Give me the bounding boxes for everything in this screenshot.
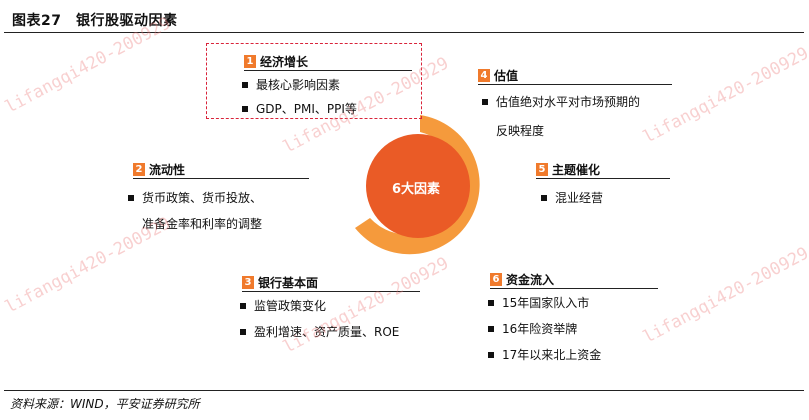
- factor-5-item: 混业经营: [541, 189, 603, 206]
- factor-2-name: 流动性: [149, 162, 186, 177]
- factor-6-item: 17年以来北上资金: [488, 346, 601, 363]
- factor-4-item-cont: 反映程度: [496, 124, 545, 138]
- factor-1-item: GDP、PMI、PPI等: [242, 100, 357, 117]
- factor-1-number: 1: [244, 54, 256, 68]
- factor-5-header: 5 主题催化: [536, 160, 600, 178]
- factor-3-item-text: 监管政策变化: [254, 299, 327, 313]
- factor-2-number: 2: [133, 162, 145, 176]
- factor-4-header: 4 估值: [478, 66, 518, 84]
- bullet-icon: [488, 351, 494, 358]
- factor-3-item: 盈利增速、资产质量、ROE: [240, 323, 399, 340]
- bullet-icon: [482, 98, 488, 105]
- bullet-icon: [128, 194, 134, 201]
- factor-6-item-text: 15年国家队入市: [502, 296, 590, 310]
- source-note: 资料来源：WIND，平安证券研究所: [10, 397, 200, 411]
- factor-6-header: 6 资金流入: [490, 270, 554, 288]
- factor-5-number: 5: [536, 162, 548, 176]
- factor-6-item-text: 17年以来北上资金: [502, 348, 602, 362]
- factor-3-number: 3: [242, 275, 254, 289]
- center-disk: [366, 134, 470, 238]
- factor-2-item-cont: 准备金率和利率的调整: [142, 217, 263, 231]
- center-label: 6大因素: [391, 182, 441, 197]
- factor-4-rule: [478, 84, 672, 85]
- factor-1-header: 1 经济增长: [244, 52, 308, 70]
- factor-2-header: 2 流动性: [133, 160, 185, 178]
- factor-2-item-text: 货币政策、货币投放、: [142, 191, 263, 205]
- factor-1-item: 最核心影响因素: [242, 76, 340, 93]
- factor-2-item: 货币政策、货币投放、: [128, 189, 262, 206]
- factor-3-header: 3 银行基本面: [242, 273, 318, 291]
- factor-4-name: 估值: [494, 68, 519, 83]
- bullet-icon: [541, 194, 547, 201]
- bullet-icon: [240, 302, 246, 309]
- factor-5-item-text: 混业经营: [555, 191, 604, 205]
- factor-3-item-text: 盈利增速、资产质量、ROE: [254, 325, 400, 339]
- bullet-icon: [242, 81, 248, 88]
- watermark: lifangqi420-200929: [2, 213, 175, 318]
- factor-4-number: 4: [478, 68, 490, 82]
- factor-5-rule: [536, 178, 670, 179]
- factor-4-item: 估值绝对水平对市场预期的: [482, 93, 640, 110]
- watermark: lifangqi420-200929: [640, 43, 809, 148]
- factor-3-item: 监管政策变化: [240, 297, 326, 314]
- bullet-icon: [242, 105, 248, 112]
- bullet-icon: [488, 325, 494, 332]
- factor-3-name: 银行基本面: [258, 275, 319, 290]
- factor-6-rule: [490, 288, 658, 289]
- factor-6-item-text: 16年险资举牌: [502, 322, 578, 336]
- center-graphic: [355, 115, 480, 255]
- factor-3-rule: [242, 291, 420, 292]
- factor-1-item-text: GDP、PMI、PPI等: [256, 102, 357, 116]
- bullet-icon: [488, 299, 494, 306]
- factor-6-item: 16年险资举牌: [488, 320, 577, 337]
- factor-2-rule: [133, 178, 309, 179]
- factor-6-name: 资金流入: [506, 272, 555, 287]
- highlight-dashed-box: [206, 43, 422, 119]
- title-underline: [4, 6, 804, 33]
- figure-title: 图表27 银行股驱动因素: [12, 13, 178, 29]
- factor-1-name: 经济增长: [260, 54, 309, 69]
- footer-rule: [4, 390, 804, 391]
- factor-6-item: 15年国家队入市: [488, 294, 589, 311]
- factor-5-name: 主题催化: [552, 162, 601, 177]
- factor-1-item-text: 最核心影响因素: [256, 78, 341, 92]
- factor-4-item-text: 估值绝对水平对市场预期的: [496, 95, 641, 109]
- factor-1-rule: [244, 70, 412, 71]
- bullet-icon: [240, 328, 246, 335]
- factor-6-number: 6: [490, 272, 502, 286]
- watermark: lifangqi420-200929: [640, 243, 809, 348]
